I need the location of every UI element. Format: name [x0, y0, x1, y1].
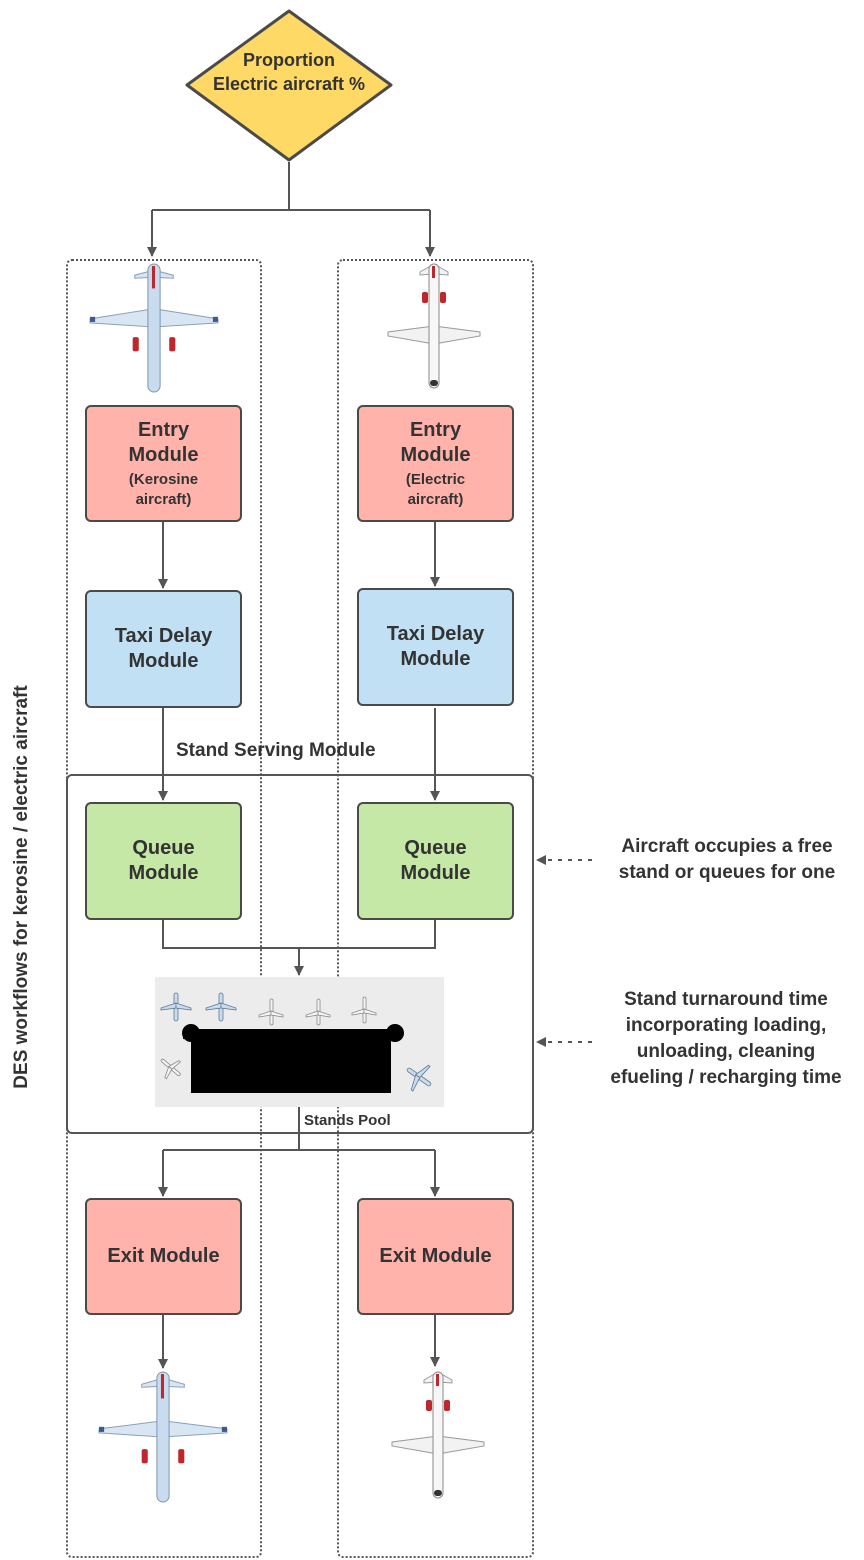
exit-module-electric: Exit Module: [357, 1198, 514, 1315]
queue-module-electric: Queue Module: [357, 802, 514, 920]
stands-pool-drawing: [160, 992, 432, 1093]
exit-module-kerosine-title: Exit Module: [107, 1245, 220, 1267]
queue-module-kerosine: Queue Module: [85, 802, 242, 920]
taxiing-aircraft-icon: [160, 1058, 182, 1080]
electric-aircraft-icon: [387, 263, 481, 389]
kerosine-aircraft-icon: [89, 263, 219, 393]
taxi-delay-module-kerosine-title: Taxi Delay Module: [114, 625, 213, 672]
connector-stands-split: [163, 1107, 435, 1151]
decision-diamond: [185, 9, 393, 162]
annotation-turnaround-note: Stand turnaround time incorporating load…: [610, 989, 842, 1088]
parked-aircraft-icon: [351, 996, 377, 1024]
taxiing-aircraft-icon: [406, 1064, 432, 1092]
entry-module-electric-title: Entry Module: [400, 418, 471, 466]
electric-aircraft-exit-icon: [391, 1371, 485, 1499]
annotation-queue-note: Aircraft occupies a free stand or queues…: [618, 836, 836, 883]
entry-module-electric: Entry Module (Electric aircraft): [357, 405, 514, 522]
taxi-delay-module-kerosine: Taxi Delay Module: [85, 590, 242, 708]
parked-aircraft-icon: [258, 998, 284, 1026]
entry-module-electric-subtitle: (Electric aircraft): [405, 470, 466, 508]
queue-module-kerosine-title: Queue Module: [128, 837, 199, 884]
entry-module-kerosine: Entry Module (Kerosine aircraft): [85, 405, 242, 522]
entry-module-kerosine-subtitle: (Kerosine aircraft): [128, 470, 199, 508]
taxi-delay-module-electric: Taxi Delay Module: [357, 588, 514, 706]
stands-pool-illustration: [155, 977, 444, 1107]
exit-module-electric-title: Exit Module: [379, 1245, 492, 1267]
taxi-delay-module-electric-title: Taxi Delay Module: [386, 623, 485, 670]
side-title: DES workflows for kerosine / electric ai…: [11, 685, 32, 1089]
queue-module-electric-title: Queue Module: [400, 837, 471, 884]
decision-label: Proportion Electric aircraft %: [212, 50, 366, 94]
parked-aircraft-icon: [305, 998, 331, 1026]
stands-pool-label: Stands Pool: [304, 1112, 391, 1129]
entry-module-kerosine-title: Entry Module: [128, 418, 199, 466]
kerosine-aircraft-exit-icon: [98, 1371, 228, 1503]
parked-aircraft-icon: [160, 992, 192, 1022]
stand-serving-module-label: Stand Serving Module: [176, 740, 376, 761]
stand-serving-module-container: [66, 774, 534, 1134]
exit-module-kerosine: Exit Module: [85, 1198, 242, 1315]
connector-decision-split: [152, 162, 430, 211]
parked-aircraft-icon: [205, 992, 237, 1022]
